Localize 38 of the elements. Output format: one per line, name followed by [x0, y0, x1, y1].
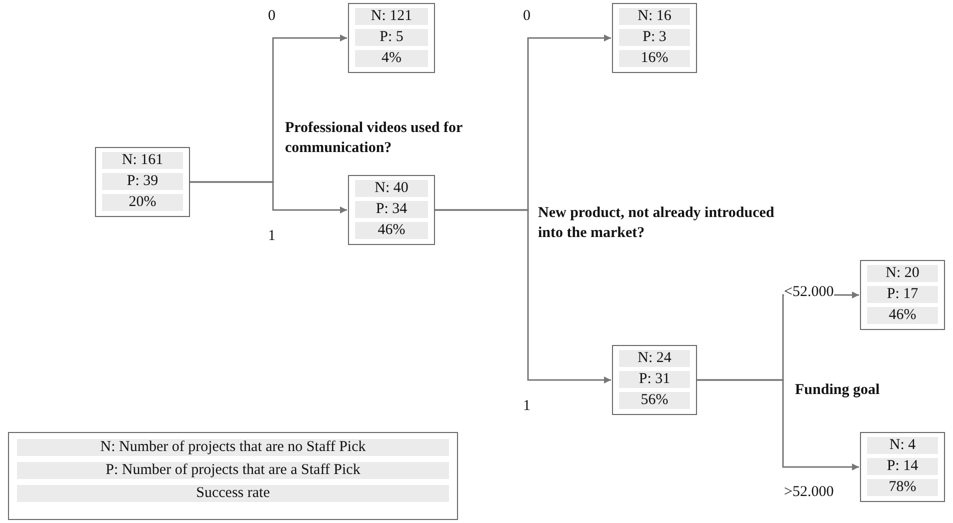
stat-value: N: 4: [867, 437, 938, 454]
stat-value: 16%: [619, 50, 690, 67]
stat-value: 56%: [619, 392, 690, 409]
stat-value: P: 17: [867, 286, 938, 303]
legend-box: [8, 432, 458, 520]
branch-arrow: [435, 209, 611, 384]
stat-value: P: 5: [355, 29, 428, 46]
stat-value: N: 161: [102, 152, 183, 169]
stat-value: 4%: [355, 50, 428, 67]
tree-node-box: [612, 3, 697, 73]
legend-entry: N: Number of projects that are no Staff Pick: [17, 439, 449, 456]
legend-entry: Success rate: [17, 485, 449, 502]
split-question: Funding goal: [795, 381, 881, 400]
stat-value: N: 40: [355, 180, 428, 197]
tree-node-box: [860, 260, 945, 330]
branch-arrow: [190, 181, 347, 214]
stat-value: N: 121: [355, 8, 428, 25]
tree-node-box: [348, 3, 435, 73]
stat-value: 46%: [867, 307, 938, 324]
stat-value: 78%: [867, 479, 938, 496]
legend-entry: P: Number of projects that are a Staff Pick: [17, 462, 449, 479]
stat-value: P: 39: [102, 173, 183, 190]
stat-value: 46%: [355, 222, 428, 239]
stat-value: N: 20: [867, 265, 938, 282]
stat-value: 20%: [102, 194, 183, 211]
tree-node-box: [348, 175, 435, 245]
stat-value: P: 14: [867, 458, 938, 475]
stat-value: P: 31: [619, 371, 690, 388]
tree-node-box: [95, 147, 190, 217]
split-question: Professional videos used for communication?: [285, 119, 464, 158]
tree-node-box: [612, 345, 697, 415]
stat-value: N: 24: [619, 350, 690, 367]
split-question: New product, not already introduced into the market?: [538, 204, 776, 243]
stat-value: P: 3: [619, 29, 690, 46]
stat-value: P: 34: [355, 201, 428, 218]
branch-arrow: [697, 379, 859, 470]
stat-value: N: 16: [619, 8, 690, 25]
tree-node-box: [860, 432, 945, 502]
